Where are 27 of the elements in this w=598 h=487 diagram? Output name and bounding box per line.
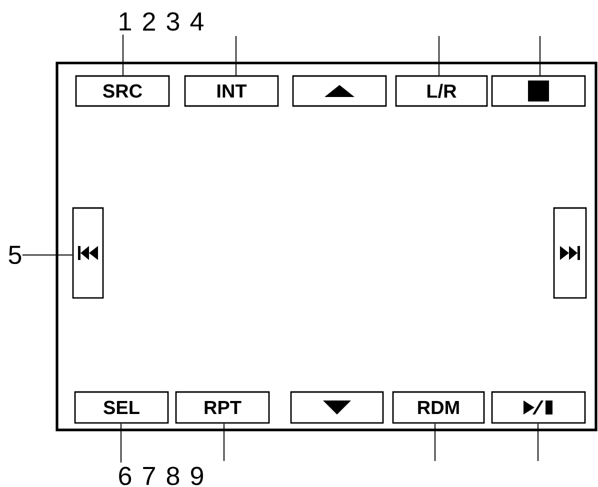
button bbox=[491, 75, 586, 107]
leader-line bbox=[22, 254, 73, 256]
callout-number: 1 bbox=[120, 12, 131, 30]
callout-number: 4 bbox=[190, 12, 204, 30]
callout-number: 5 bbox=[8, 246, 22, 264]
button bbox=[72, 207, 104, 299]
callout-number: 7 bbox=[143, 467, 155, 485]
screen-frame bbox=[56, 62, 598, 432]
leader-line bbox=[122, 34, 124, 76]
callout-number: 9 bbox=[191, 466, 203, 486]
button: RPT bbox=[175, 391, 270, 424]
leader-line bbox=[120, 423, 122, 464]
button: SEL bbox=[74, 391, 169, 424]
button: SRC bbox=[75, 75, 170, 107]
button bbox=[292, 75, 387, 107]
callout-number: 8 bbox=[166, 466, 180, 486]
callout-number: 3 bbox=[166, 12, 180, 31]
leader-line bbox=[438, 36, 440, 76]
callout-number: 6 bbox=[119, 466, 132, 486]
button bbox=[491, 391, 586, 424]
callout-number: 2 bbox=[143, 12, 155, 31]
button bbox=[290, 391, 384, 424]
leader-line bbox=[434, 423, 436, 462]
button: L/R bbox=[395, 75, 488, 107]
button: RDM bbox=[392, 391, 485, 424]
button bbox=[553, 207, 587, 299]
button: INT bbox=[184, 75, 279, 107]
